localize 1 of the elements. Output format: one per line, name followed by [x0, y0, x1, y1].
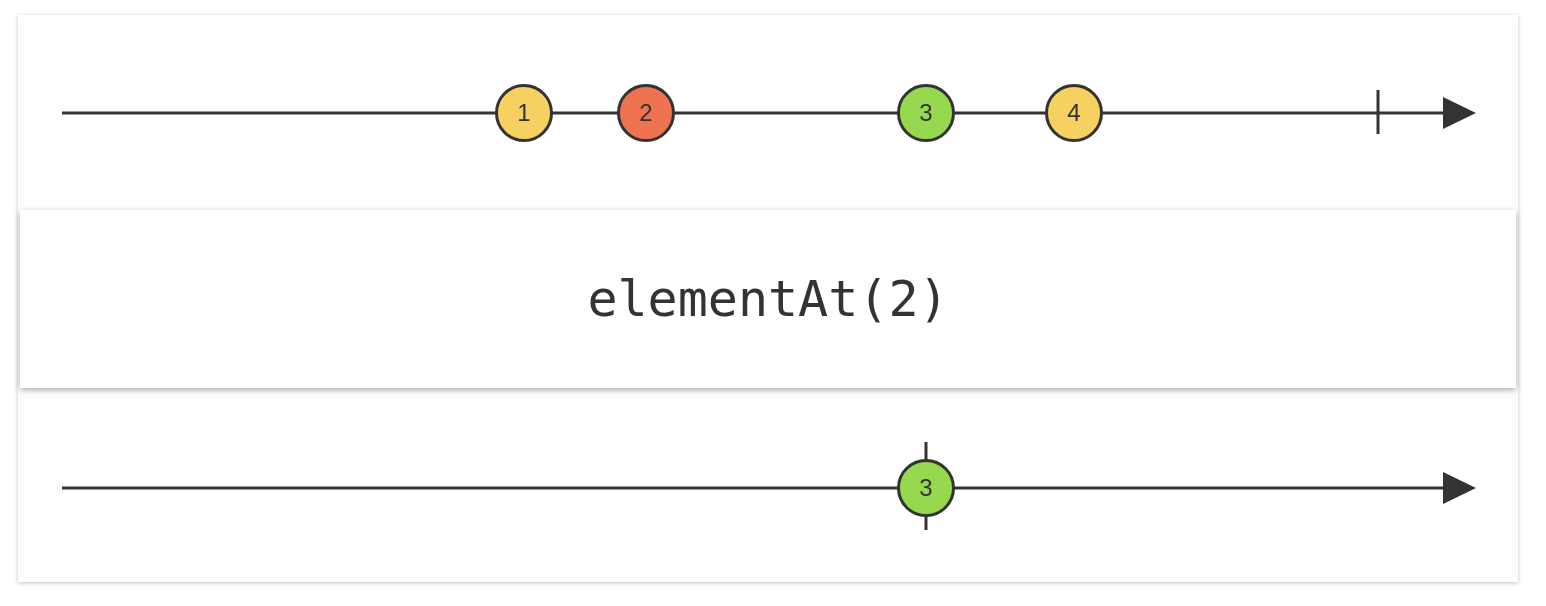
- operator-box: elementAt(2): [20, 210, 1516, 388]
